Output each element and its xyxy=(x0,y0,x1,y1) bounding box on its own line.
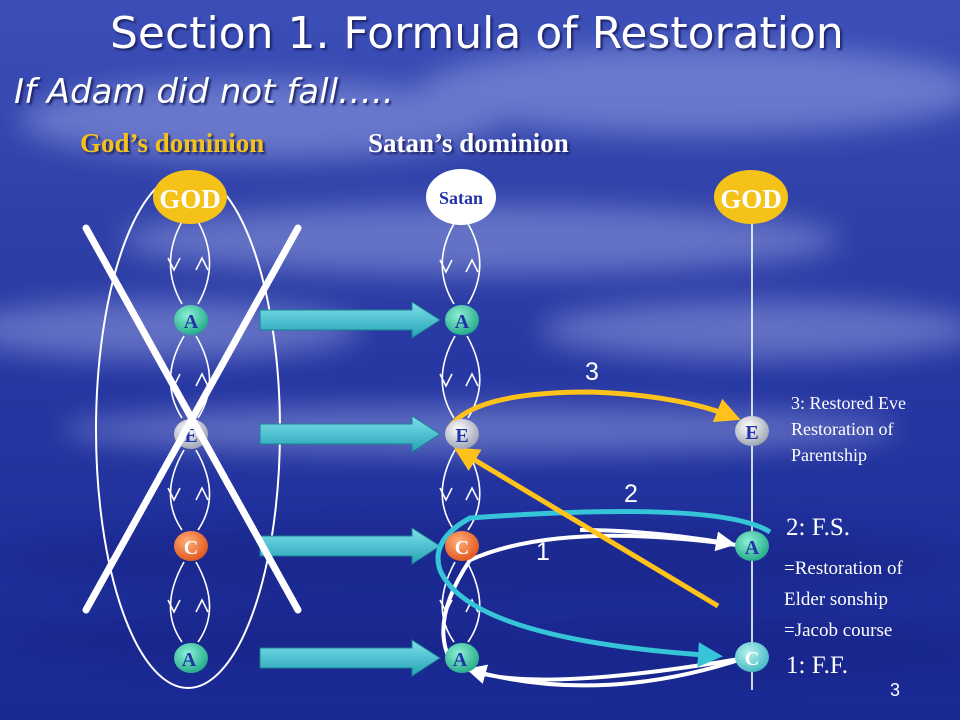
fs-detail-line-2: Elder sonship xyxy=(784,589,888,610)
restored-eve-line-3: Parentship xyxy=(791,445,867,465)
cross-out-x xyxy=(82,224,302,614)
right-column-nodes: GOD E A C xyxy=(714,170,788,672)
step-number-1: 1 xyxy=(536,538,550,566)
left-adam-node xyxy=(174,305,208,335)
page-number: 3 xyxy=(890,680,901,700)
fs-detail-line-1: =Restoration of xyxy=(784,558,903,579)
middle-adam-node xyxy=(445,305,479,335)
right-adam-label: A xyxy=(745,537,760,559)
path-1-foundation-of-faith xyxy=(441,533,746,682)
fs-detail-line-3: =Jacob course xyxy=(784,620,893,641)
middle-column-nodes: Satan A E C A xyxy=(426,169,496,673)
step-number-2: 2 xyxy=(624,480,638,508)
fs-note: 2: F.S. xyxy=(786,514,851,541)
path-2-foundation-of-substance xyxy=(435,509,772,668)
satan-label: Satan xyxy=(439,188,483,208)
transfer-arrow-3 xyxy=(259,527,441,565)
transfer-arrows xyxy=(259,301,441,677)
middle-adam2-node xyxy=(445,643,479,673)
right-child-label: C xyxy=(745,648,759,670)
left-child-label: C xyxy=(184,537,198,559)
satans-dominion-label: Satan’s dominion xyxy=(368,128,569,158)
restored-eve-note: 3: Restored Eve Restoration of Parentshi… xyxy=(791,390,906,468)
left-god-node xyxy=(153,170,227,224)
middle-child-node xyxy=(445,531,479,561)
right-god-node xyxy=(714,170,788,224)
fs-detail-note: =Restoration of Elder sonship =Jacob cou… xyxy=(784,553,903,646)
left-adam2-label: A xyxy=(182,649,197,671)
middle-eve-label: E xyxy=(455,425,468,447)
path-3-diagonal xyxy=(453,447,720,609)
ff-note: 1: F.F. xyxy=(786,652,848,679)
gods-dominion-label: God’s dominion xyxy=(80,128,265,158)
slide-subtitle: If Adam did not fall….. xyxy=(14,72,394,112)
step-number-3: 3 xyxy=(585,358,599,386)
left-god-label: GOD xyxy=(159,184,221,214)
middle-child-label: C xyxy=(455,537,469,559)
transfer-arrow-1 xyxy=(259,301,441,339)
restored-eve-line-1: 3: Restored Eve xyxy=(791,393,906,413)
left-column-nodes: GOD A E C A xyxy=(153,170,227,673)
left-adam-label: A xyxy=(184,311,199,333)
left-adam2-node xyxy=(174,643,208,673)
left-child-node xyxy=(174,531,208,561)
right-eve-node xyxy=(735,416,769,446)
path-1-return-arrow xyxy=(466,656,746,688)
restored-eve-line-2: Restoration of xyxy=(791,419,894,439)
transfer-arrow-4 xyxy=(259,639,441,677)
middle-eve-node xyxy=(445,419,479,449)
right-child-node xyxy=(735,642,769,672)
middle-adam2-label: A xyxy=(453,649,468,671)
path-3-restored-eve xyxy=(445,389,741,432)
right-god-label: GOD xyxy=(720,184,782,214)
satan-node xyxy=(426,169,496,225)
right-eve-label: E xyxy=(745,422,758,444)
slide-title: Section 1. Formula of Restoration xyxy=(110,8,844,59)
right-adam-node xyxy=(735,531,769,561)
middle-adam-label: A xyxy=(455,311,470,333)
transfer-arrow-2 xyxy=(259,415,441,453)
